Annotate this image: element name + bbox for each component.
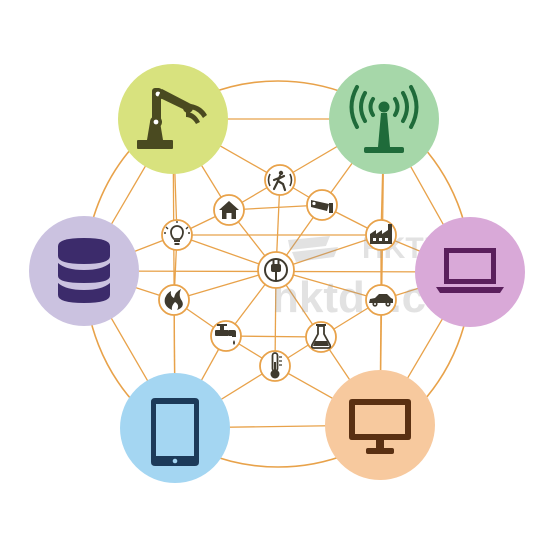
lightbulb-icon bbox=[164, 221, 190, 245]
flask-icon bbox=[310, 324, 332, 349]
power-plug-icon bbox=[264, 258, 288, 282]
robot-arm-icon bbox=[137, 88, 207, 149]
security-camera-icon bbox=[311, 200, 333, 213]
faucet-icon bbox=[215, 324, 236, 345]
hub-bulb bbox=[161, 219, 193, 251]
hub-motion-circle bbox=[264, 164, 296, 196]
car-icon bbox=[369, 294, 393, 307]
wifi-tower-icon bbox=[349, 85, 419, 153]
device-tablet bbox=[120, 373, 230, 483]
hub-flask-circle bbox=[305, 321, 337, 353]
device-database bbox=[29, 216, 139, 326]
hub-flask bbox=[305, 321, 337, 353]
database-icon bbox=[58, 238, 110, 303]
sensor-hubs bbox=[158, 164, 397, 382]
hub-plug bbox=[257, 251, 295, 289]
hub-faucet bbox=[210, 320, 242, 352]
hub-bulb-circle bbox=[161, 219, 193, 251]
motion-sensor-icon bbox=[267, 170, 293, 192]
hub-thermometer bbox=[259, 350, 291, 382]
hub-factory bbox=[365, 219, 397, 251]
device-laptop bbox=[415, 217, 525, 327]
hub-car bbox=[365, 284, 397, 316]
hub-home bbox=[213, 194, 245, 226]
device-nodes bbox=[29, 64, 525, 483]
hub-motion bbox=[264, 164, 296, 196]
tablet-icon bbox=[151, 398, 199, 466]
flame-icon bbox=[164, 289, 183, 310]
hub-flame bbox=[158, 284, 190, 316]
factory-icon bbox=[370, 224, 392, 244]
thermometer-icon bbox=[270, 352, 282, 379]
home-icon bbox=[219, 201, 239, 219]
laptop-icon bbox=[436, 248, 504, 293]
device-wifi-tower bbox=[329, 64, 439, 174]
monitor-icon bbox=[349, 399, 411, 454]
watermark-logo-mark bbox=[288, 236, 338, 262]
device-robot-arm bbox=[118, 64, 228, 174]
hub-camera bbox=[306, 189, 338, 221]
device-monitor bbox=[325, 370, 435, 480]
